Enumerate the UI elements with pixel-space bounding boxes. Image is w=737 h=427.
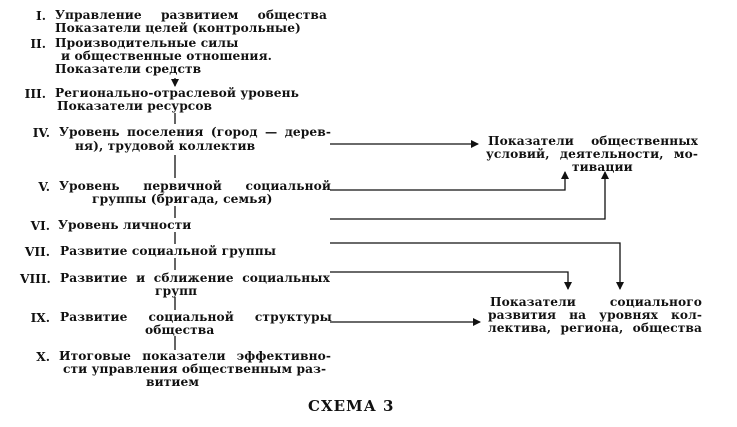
level-text: группы (бригада, семья) — [92, 192, 273, 206]
social-indicators-title: Показатели социального — [490, 295, 702, 309]
level-title: Производительные силы — [55, 36, 239, 50]
level-title: Уровень поселения (город — дерев- — [59, 125, 331, 139]
level-title: Уровень личности — [58, 218, 192, 232]
level-number: III. — [24, 87, 46, 101]
scheme-caption: СХЕМА 3 — [308, 397, 395, 415]
social-indicators-text: лектива, региона, общества — [488, 321, 702, 335]
level-text: и общественные отношения. — [61, 49, 273, 63]
level-text: витием — [146, 375, 200, 389]
level-number: VI. — [30, 219, 50, 233]
arrow-viii-to-social — [330, 271, 572, 290]
level-text: ня), трудовой коллектив — [75, 139, 256, 153]
level-number: IV. — [32, 126, 50, 140]
level-text: Показатели целей (контрольные) — [55, 21, 301, 35]
level-text: Показатели средств — [55, 62, 202, 76]
level-number: V. — [38, 180, 50, 194]
conditions-indicators-text: условий, деятельности, мо- — [486, 147, 698, 161]
level-title: Развитие социальной группы — [60, 244, 277, 258]
level-number: I. — [36, 9, 46, 23]
arrow-vii-to-social — [330, 242, 624, 290]
level-title: Управление развитием общества — [55, 8, 327, 22]
conditions-indicators-title: Показатели общественных — [488, 134, 698, 148]
level-text: общества — [145, 323, 215, 337]
level-number: VII. — [24, 245, 50, 259]
level-title: Уровень первичной социальной — [59, 179, 331, 193]
level-number: VIII. — [20, 272, 51, 286]
level-title: Итоговые показатели эффективно- — [59, 349, 331, 363]
level-title: Регионально-отраслевой уровень — [55, 86, 299, 100]
arrow-vi-to-conditions — [330, 171, 609, 220]
level-title: Развитие социальной структуры — [60, 310, 332, 324]
arrow-v-to-conditions — [330, 171, 569, 191]
level-text: сти управления общественным раз- — [63, 362, 327, 376]
level-number: X. — [36, 350, 50, 364]
level-text: Показатели ресурсов — [57, 99, 213, 113]
conditions-indicators-text: тивации — [572, 160, 633, 174]
level-text: групп — [155, 284, 198, 298]
level-number: II. — [30, 37, 46, 51]
level-number: IX. — [30, 311, 50, 325]
social-indicators-text: развития на уровнях кол- — [488, 308, 702, 322]
level-title: Развитие и сближение социальных — [60, 271, 330, 285]
